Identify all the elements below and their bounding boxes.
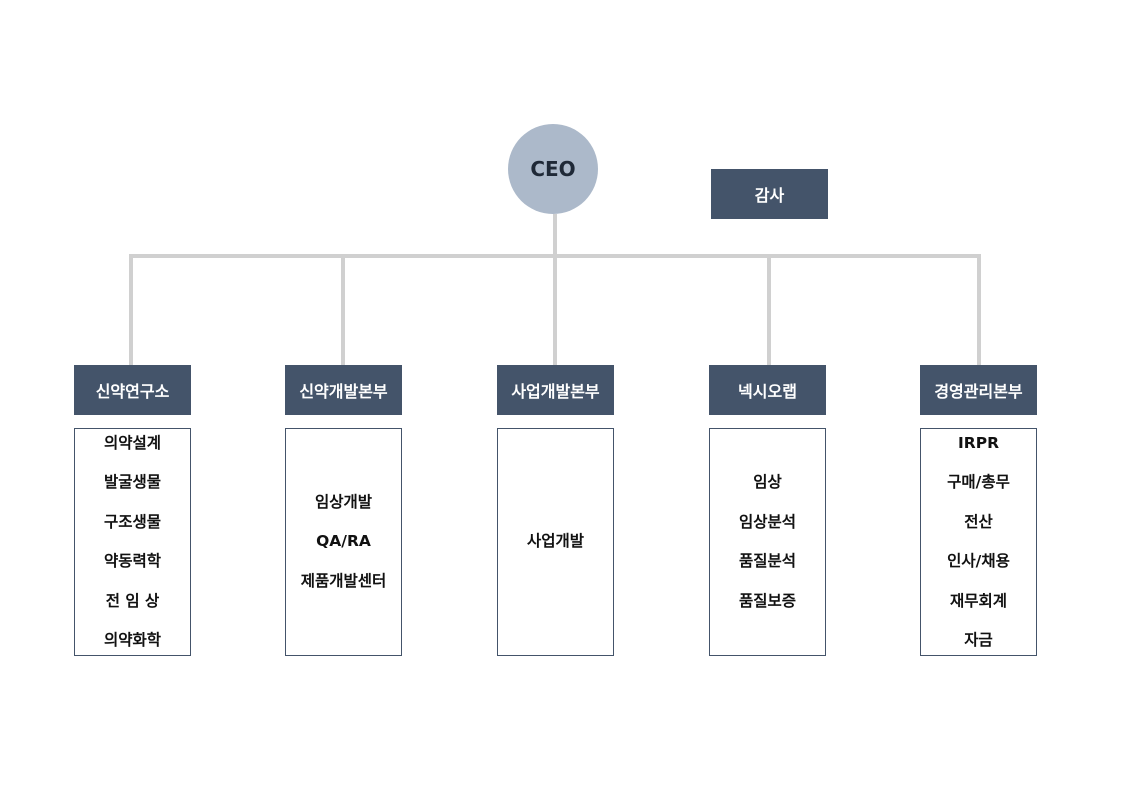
division-name: 신약개발본부 <box>299 382 388 401</box>
team-item: 품질분석 <box>738 552 797 570</box>
team-item: IRPR <box>958 433 999 452</box>
team-item: 사업개발 <box>526 532 585 551</box>
team-item: 임상개발 <box>314 492 373 511</box>
division-header: 신약개발본부 <box>285 365 402 415</box>
division-header: 신약연구소 <box>74 365 191 415</box>
team-item: 의약화학 <box>103 631 162 649</box>
division-name: 사업개발본부 <box>511 382 600 401</box>
team-item: 인사/채용 <box>947 552 1010 570</box>
division-name: 경영관리본부 <box>934 382 1023 401</box>
team-item: 의약설계 <box>103 433 162 452</box>
team-item: 구조생물 <box>103 512 162 531</box>
division-name: 넥시오랩 <box>738 382 797 401</box>
team-list: IRPR 구매/총무 전산 인사/채용 재무회계 자금 <box>920 428 1037 656</box>
division-nexio-lab: 넥시오랩 임상 임상분석 품질분석 품질보증 <box>709 365 826 656</box>
team-item: 약동력학 <box>103 552 162 570</box>
team-item: 전산 <box>964 512 993 531</box>
team-item: 임상 <box>753 473 782 491</box>
division-name: 신약연구소 <box>95 382 170 401</box>
team-item: QA/RA <box>316 532 371 551</box>
division-management: 경영관리본부 IRPR 구매/총무 전산 인사/채용 재무회계 자금 <box>920 365 1037 656</box>
division-new-drug-development: 신약개발본부 임상개발 QA/RA 제품개발센터 <box>285 365 402 656</box>
team-list: 임상 임상분석 품질분석 품질보증 <box>709 428 826 656</box>
division-business-development: 사업개발본부 사업개발 <box>497 365 614 656</box>
division-new-drug-research: 신약연구소 의약설계 발굴생물 구조생물 약동력학 전 임 상 의약화학 <box>74 365 191 656</box>
team-item: 자금 <box>964 631 993 649</box>
team-item: 품질보증 <box>738 591 797 610</box>
team-item: 제품개발센터 <box>300 571 387 590</box>
team-item: 임상분석 <box>738 512 797 531</box>
audit-label: 감사 <box>754 186 785 205</box>
team-item: 전 임 상 <box>105 591 160 610</box>
audit-box: 감사 <box>711 169 828 219</box>
team-item: 구매/총무 <box>947 473 1010 491</box>
team-list: 임상개발 QA/RA 제품개발센터 <box>285 428 402 656</box>
ceo-label: CEO <box>530 157 576 181</box>
team-item: 발굴생물 <box>103 473 162 491</box>
division-header: 사업개발본부 <box>497 365 614 415</box>
division-header: 넥시오랩 <box>709 365 826 415</box>
team-list: 의약설계 발굴생물 구조생물 약동력학 전 임 상 의약화학 <box>74 428 191 656</box>
ceo-node: CEO <box>508 124 598 214</box>
team-list: 사업개발 <box>497 428 614 656</box>
division-header: 경영관리본부 <box>920 365 1037 415</box>
team-item: 재무회계 <box>949 591 1008 610</box>
